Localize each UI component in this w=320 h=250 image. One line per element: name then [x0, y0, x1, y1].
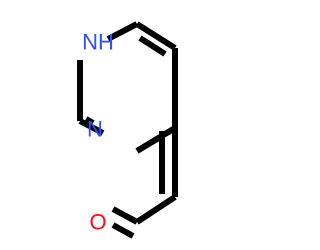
bond-n3-c2-inner — [84, 116, 95, 126]
molecule-structure: NH N O — [77, 21, 178, 239]
bond-c8-o — [111, 206, 139, 225]
atom-label-n: N — [87, 117, 103, 142]
bond-c7-c8 — [135, 194, 177, 225]
bond-c6-c5-inner — [138, 35, 167, 57]
bond-c6-c5 — [135, 21, 177, 51]
bond-c8-o-inner — [111, 222, 135, 239]
atom-label-nh: NH — [82, 30, 114, 55]
atom-label-o: O — [89, 210, 106, 235]
bond-nh-c6 — [106, 21, 139, 42]
bond-c4-n3 — [135, 125, 177, 154]
bond-n3-c2 — [78, 118, 105, 136]
